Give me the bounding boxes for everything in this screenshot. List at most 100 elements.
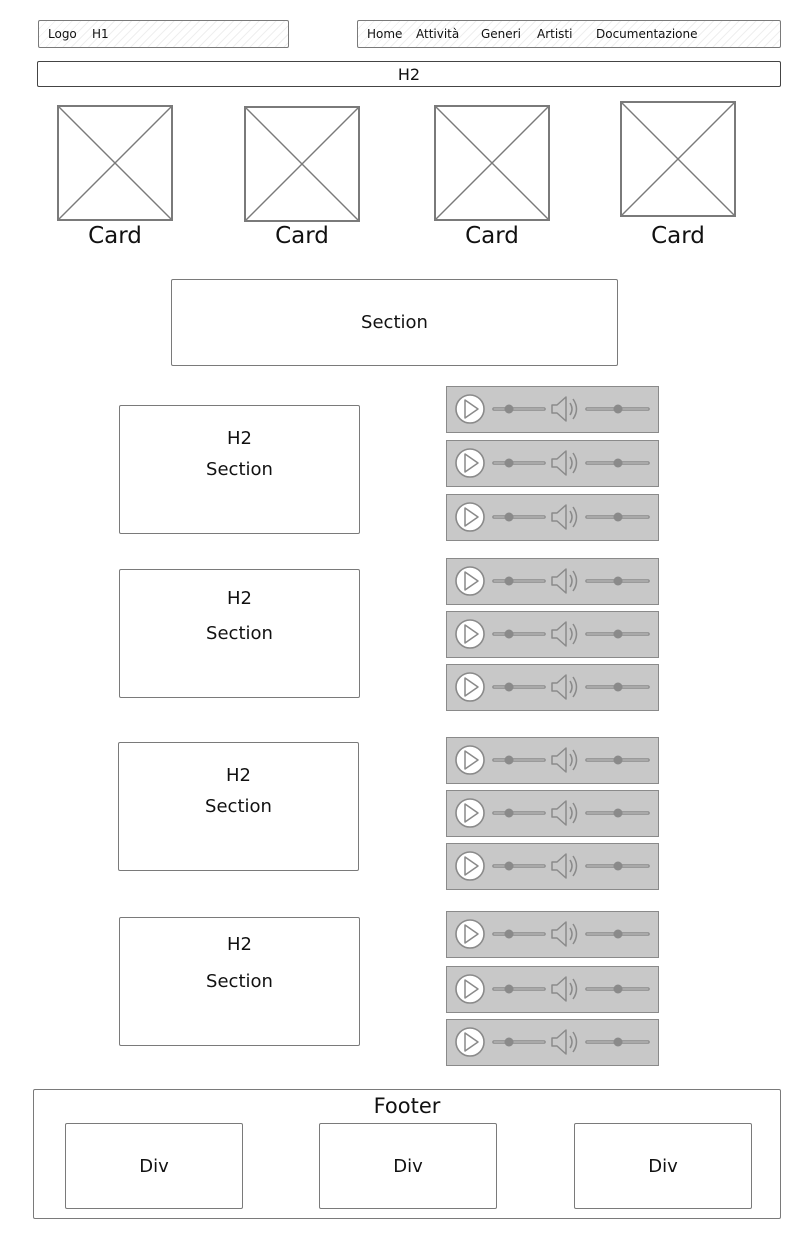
audio-player[interactable] [446,1019,659,1066]
progress-slider[interactable] [492,458,546,468]
progress-slider[interactable] [492,629,546,639]
footer-div-1: Div [65,1123,243,1209]
card-image-placeholder [244,106,360,226]
play-icon[interactable] [455,502,485,532]
card-image-placeholder [620,101,736,221]
section-label: Section [206,459,273,480]
progress-slider[interactable] [492,929,546,939]
footer: Footer Div Div Div [33,1089,781,1219]
section-label: Section [206,623,273,644]
play-icon[interactable] [455,448,485,478]
card-label: Card [651,223,705,249]
progress-slider[interactable] [492,1037,546,1047]
play-icon[interactable] [455,745,485,775]
site-title-h1: H1 [92,27,109,41]
nav-item-documentazione[interactable]: Documentazione [596,27,698,41]
section-main-label: Section [361,311,428,333]
volume-icon[interactable] [551,747,578,773]
banner-title: H2 [397,64,421,84]
footer-div-2: Div [319,1123,497,1209]
volume-icon[interactable] [551,504,578,530]
footer-title: Footer [373,1094,441,1118]
volume-icon[interactable] [551,1029,578,1055]
volume-icon[interactable] [551,568,578,594]
progress-slider[interactable] [492,984,546,994]
volume-slider[interactable] [585,929,650,939]
nav-item-attivita[interactable]: Attività [416,27,460,41]
footer-div-3: Div [574,1123,752,1209]
audio-player[interactable] [446,790,659,837]
volume-icon[interactable] [551,853,578,879]
card-label: Card [275,223,329,249]
footer-div-label: Div [393,1155,423,1177]
section-main: Section [171,279,618,366]
volume-slider[interactable] [585,404,650,414]
progress-slider[interactable] [492,404,546,414]
play-icon[interactable] [455,974,485,1004]
play-icon[interactable] [455,672,485,702]
footer-div-label: Div [648,1155,678,1177]
volume-slider[interactable] [585,1037,650,1047]
nav-item-home[interactable]: Home [367,27,403,41]
volume-icon[interactable] [551,396,578,422]
progress-slider[interactable] [492,861,546,871]
section-h2: H2 [227,934,252,955]
main-nav: Home Attività Generi Artisti Documentazi… [357,20,781,48]
card-label: Card [465,223,519,249]
audio-player[interactable] [446,440,659,487]
progress-slider[interactable] [492,755,546,765]
audio-player[interactable] [446,966,659,1013]
play-icon[interactable] [455,394,485,424]
logo[interactable]: Logo [48,27,77,41]
volume-icon[interactable] [551,921,578,947]
volume-slider[interactable] [585,755,650,765]
nav-item-artisti[interactable]: Artisti [537,27,573,41]
volume-icon[interactable] [551,800,578,826]
progress-slider[interactable] [492,576,546,586]
audio-player[interactable] [446,494,659,541]
volume-slider[interactable] [585,808,650,818]
progress-slider[interactable] [492,682,546,692]
volume-slider[interactable] [585,682,650,692]
volume-slider[interactable] [585,458,650,468]
play-icon[interactable] [455,1027,485,1057]
nav-item-generi[interactable]: Generi [481,27,521,41]
volume-slider[interactable] [585,984,650,994]
audio-player[interactable] [446,558,659,605]
header-brand-bar: Logo H1 [38,20,289,48]
audio-player[interactable] [446,737,659,784]
audio-player[interactable] [446,843,659,890]
play-icon[interactable] [455,566,485,596]
volume-slider[interactable] [585,861,650,871]
audio-player[interactable] [446,664,659,711]
progress-slider[interactable] [492,512,546,522]
volume-icon[interactable] [551,450,578,476]
card-label: Card [88,223,142,249]
footer-div-label: Div [139,1155,169,1177]
volume-slider[interactable] [585,512,650,522]
section-h2: H2 [227,588,252,609]
play-icon[interactable] [455,919,485,949]
banner-h2: H2 [37,61,781,87]
audio-player[interactable] [446,386,659,433]
audio-player[interactable] [446,911,659,958]
play-icon[interactable] [455,798,485,828]
volume-icon[interactable] [551,976,578,1002]
volume-icon[interactable] [551,674,578,700]
volume-slider[interactable] [585,576,650,586]
card-image-placeholder [434,105,550,225]
card-image-placeholder [57,105,173,225]
section-h2: H2 [226,765,251,786]
section-label: Section [205,796,272,817]
audio-player[interactable] [446,611,659,658]
play-icon[interactable] [455,851,485,881]
section-label: Section [206,971,273,992]
volume-icon[interactable] [551,621,578,647]
play-icon[interactable] [455,619,485,649]
section-h2: H2 [227,428,252,449]
volume-slider[interactable] [585,629,650,639]
progress-slider[interactable] [492,808,546,818]
